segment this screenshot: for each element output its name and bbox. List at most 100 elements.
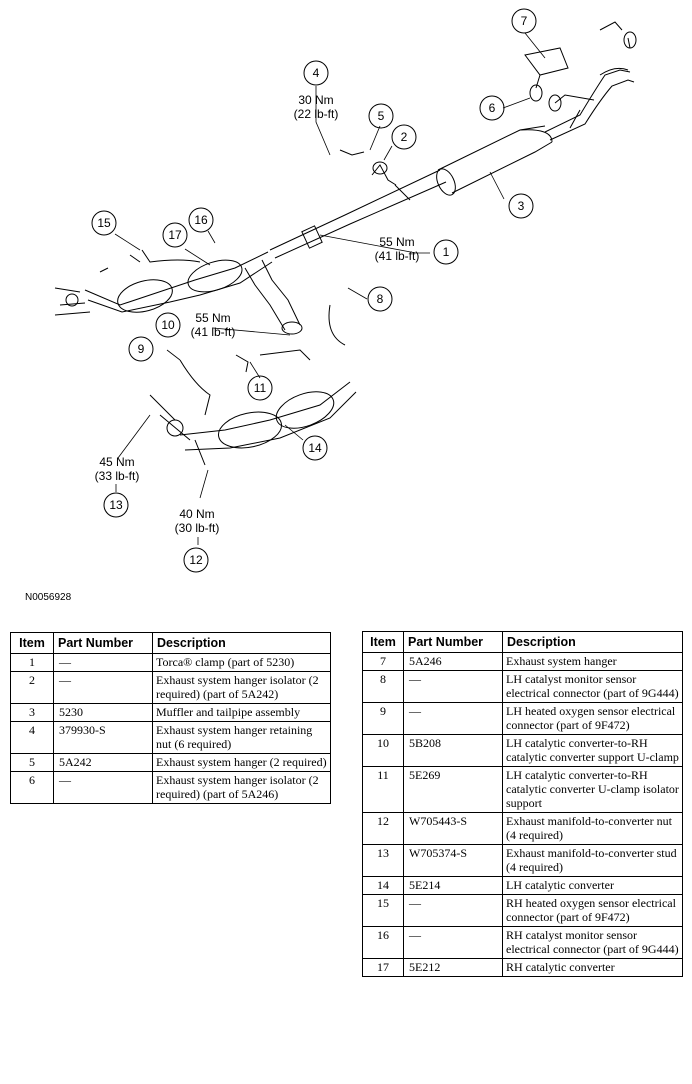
lh-catalytic-converter <box>149 304 357 466</box>
row-description: RH heated oxygen sensor electrical conne… <box>502 894 683 927</box>
table-row: 2—Exhaust system hanger isolator (2 requ… <box>10 671 331 704</box>
figure-id: N0056928 <box>25 592 72 603</box>
row-part-number: W705374-S <box>403 844 503 877</box>
callout-5: 5 <box>378 109 385 123</box>
row-part-number: — <box>403 894 503 927</box>
table-row: 8—LH catalyst monitor sensor electrical … <box>362 670 683 703</box>
row-description: LH catalyst monitor sensor electrical co… <box>502 670 683 703</box>
header-item: Item <box>10 632 54 654</box>
table-row: 9—LH heated oxygen sensor electrical con… <box>362 702 683 735</box>
row-item: 4 <box>10 721 54 754</box>
row-description: Exhaust manifold-to-converter nut (4 req… <box>502 812 683 845</box>
leader-lines <box>114 32 546 545</box>
row-part-number: 5E214 <box>403 876 503 895</box>
torque-1-lbft: (41 lb-ft) <box>375 249 420 263</box>
table-row: 1—Torca® clamp (part of 5230) <box>10 653 331 672</box>
row-part-number: 5230 <box>53 703 153 722</box>
row-item: 13 <box>362 844 404 877</box>
callout-10: 10 <box>161 318 175 332</box>
callout-4: 4 <box>313 66 320 80</box>
table-body-left: 1—Torca® clamp (part of 5230)2—Exhaust s… <box>10 653 331 804</box>
row-item: 15 <box>362 894 404 927</box>
callout-13: 13 <box>109 498 123 512</box>
table-row: 6—Exhaust system hanger isolator (2 requ… <box>10 771 331 804</box>
row-item: 11 <box>362 766 404 813</box>
header-part-number: Part Number <box>53 632 153 654</box>
torque-4-nm: 30 Nm <box>298 93 333 107</box>
y-pipe <box>244 259 303 335</box>
row-description: LH catalytic converter <box>502 876 683 895</box>
row-description: RH catalyst monitor sensor electrical co… <box>502 926 683 959</box>
callout-17: 17 <box>168 228 182 242</box>
header-description: Description <box>152 632 331 654</box>
callout-14: 14 <box>308 441 322 455</box>
row-description: Exhaust system hanger <box>502 652 683 671</box>
row-item: 6 <box>10 771 54 804</box>
row-description: LH catalytic converter-to-RH catalytic c… <box>502 766 683 813</box>
row-part-number: — <box>53 771 153 804</box>
row-item: 16 <box>362 926 404 959</box>
header-item: Item <box>362 631 404 653</box>
exhaust-system-diagram: 1 2 3 4 5 6 7 8 9 10 11 12 13 14 15 16 1… <box>54 8 637 573</box>
row-part-number: — <box>403 926 503 959</box>
row-item: 9 <box>362 702 404 735</box>
row-description: Muffler and tailpipe assembly <box>152 703 331 722</box>
row-description: Exhaust system hanger retaining nut (6 r… <box>152 721 331 754</box>
muffler-tailpipe-assembly <box>269 21 637 259</box>
row-part-number: 379930-S <box>53 721 153 754</box>
row-description: Torca® clamp (part of 5230) <box>152 653 331 672</box>
torque-4-lbft: (22 lb-ft) <box>294 107 339 121</box>
callout-8: 8 <box>377 292 384 306</box>
row-item: 10 <box>362 734 404 767</box>
callout-11: 11 <box>254 381 267 395</box>
torque-1-nm: 55 Nm <box>379 235 414 249</box>
row-description: Exhaust manifold-to-converter stud (4 re… <box>502 844 683 877</box>
row-part-number: 5A246 <box>403 652 503 671</box>
callout-6: 6 <box>489 101 496 115</box>
torque-12-nm: 40 Nm <box>179 507 214 521</box>
torque-13-lbft: (33 lb-ft) <box>95 469 140 483</box>
callout-2: 2 <box>401 130 408 144</box>
callout-1: 1 <box>443 245 450 259</box>
row-part-number: — <box>403 702 503 735</box>
row-part-number: 5E269 <box>403 766 503 813</box>
callout-15: 15 <box>97 216 111 230</box>
callout-12: 12 <box>189 553 203 567</box>
torque-13-nm: 45 Nm <box>99 455 134 469</box>
callout-circles <box>91 8 537 573</box>
torque-10-nm: 55 Nm <box>195 311 230 325</box>
row-description: Exhaust system hanger (2 required) <box>152 753 331 772</box>
table-row: 16—RH catalyst monitor sensor electrical… <box>362 926 683 959</box>
row-item: 17 <box>362 958 404 977</box>
callout-9: 9 <box>138 342 145 356</box>
row-item: 14 <box>362 876 404 895</box>
row-item: 8 <box>362 670 404 703</box>
rh-catalytic-converter <box>54 249 273 316</box>
row-item: 2 <box>10 671 54 704</box>
table-row: 15—RH heated oxygen sensor electrical co… <box>362 894 683 927</box>
row-part-number: — <box>53 653 153 672</box>
row-item: 3 <box>10 703 54 722</box>
callout-16: 16 <box>194 213 208 227</box>
row-item: 1 <box>10 653 54 672</box>
row-part-number: 5B208 <box>403 734 503 767</box>
torque-10-lbft: (41 lb-ft) <box>191 325 236 339</box>
row-part-number: 5E212 <box>403 958 503 977</box>
row-part-number: — <box>403 670 503 703</box>
callout-3: 3 <box>518 199 525 213</box>
row-part-number: — <box>53 671 153 704</box>
row-item: 5 <box>10 753 54 772</box>
row-part-number: W705443-S <box>403 812 503 845</box>
torque-12-lbft: (30 lb-ft) <box>175 521 220 535</box>
row-description: LH heated oxygen sensor electrical conne… <box>502 702 683 735</box>
